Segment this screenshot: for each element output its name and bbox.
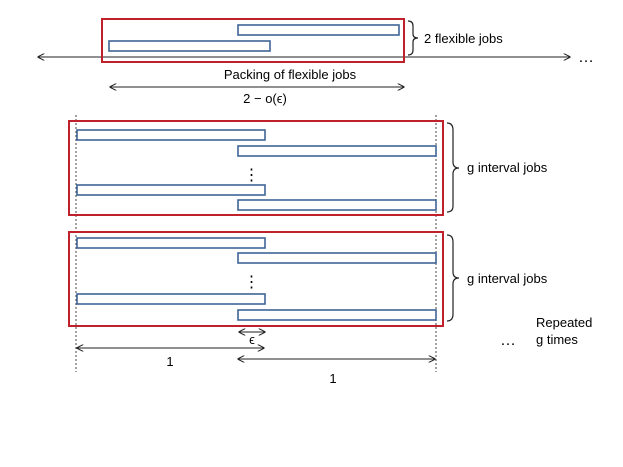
interval-group-2-frame [68,231,444,327]
group-1-vdots: ⋮ [244,167,261,184]
flexible-jobs-label: 2 flexible jobs [424,31,503,46]
unit-left-label: 1 [166,354,173,369]
repeated-label-line1: Repeated [536,315,592,330]
interval-job-2-2 [237,252,437,264]
interval-job-1-3 [76,184,266,196]
epsilon-label: ϵ [249,332,255,347]
flexible-packing-frame [101,18,405,63]
interval-group-2-brace [446,234,460,322]
interval-job-1-4 [237,199,437,211]
repeat-ellipsis: … [500,332,517,349]
flexible-job-2 [108,40,271,52]
interval-job-1-2 [237,145,437,157]
interval-job-2-3 [76,293,266,305]
packing-width-label: 2 − o(ϵ) [243,91,287,106]
interval-group-1-brace [446,122,460,213]
interval-job-2-4 [237,309,437,321]
packing-caption: Packing of flexible jobs [224,67,357,82]
interval-group-1-frame [68,120,444,216]
interval-job-1-1 [76,129,266,141]
interval-group-1-label: g interval jobs [467,160,548,175]
interval-job-2-1 [76,237,266,249]
repeated-label-line2: g times [536,332,578,347]
group-2-vdots: ⋮ [244,274,261,291]
timeline-ellipsis: … [578,49,595,66]
interval-group-2-label: g interval jobs [467,271,548,286]
flexible-job-1 [237,24,400,36]
flexible-jobs-brace [407,20,419,56]
unit-right-label: 1 [329,371,336,386]
